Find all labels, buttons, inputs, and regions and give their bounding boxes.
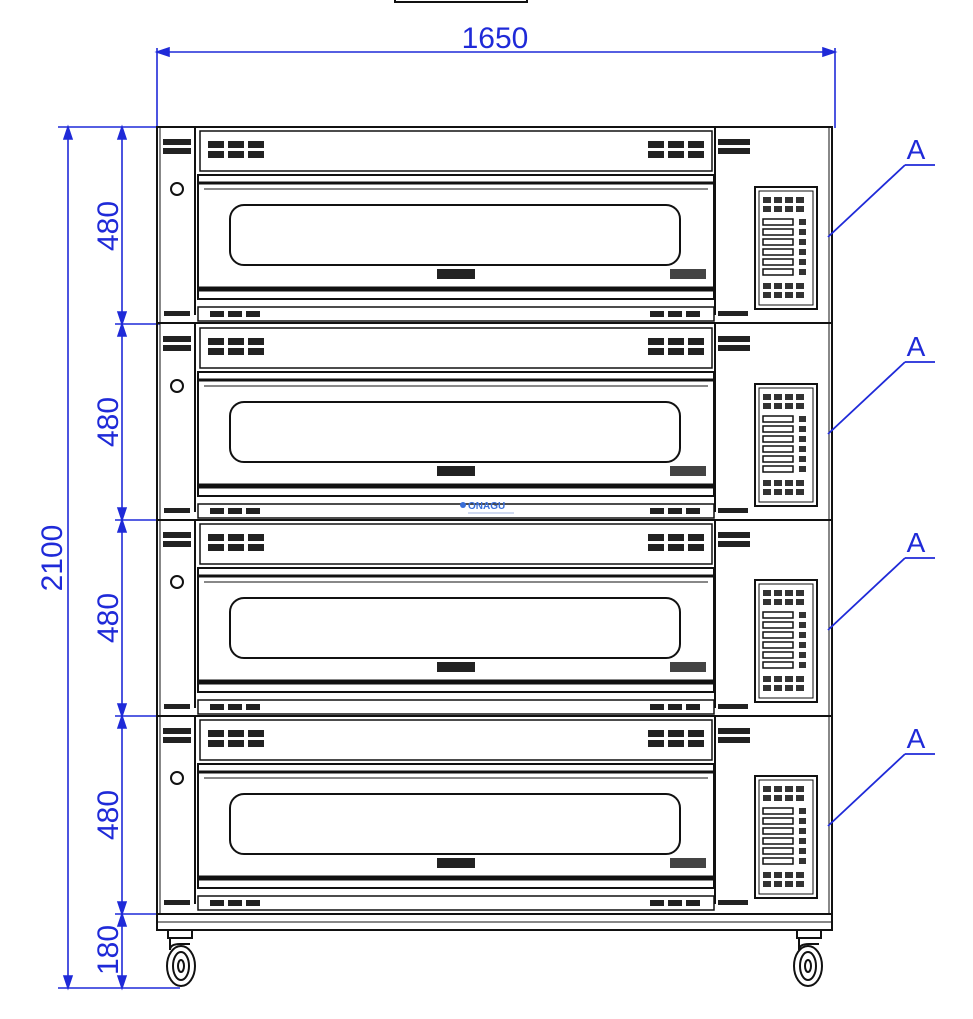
top-vent-grille xyxy=(208,141,704,158)
side-vent-right xyxy=(718,532,750,547)
deck-4-height-label: 480 xyxy=(92,790,125,840)
deck-1-height-label: 480 xyxy=(92,201,125,251)
brand-logo xyxy=(670,662,706,672)
indicator-light xyxy=(170,379,184,393)
brand-logo xyxy=(670,466,706,476)
side-vent-right xyxy=(718,728,750,743)
callout-a-label: A xyxy=(907,134,926,165)
deck-3-height-label: 480 xyxy=(92,593,125,643)
bottom-vent-grille xyxy=(210,704,700,710)
control-panel xyxy=(754,383,818,507)
overall-height-dimension xyxy=(58,124,180,991)
control-panel xyxy=(754,775,818,899)
bottom-vent-grille xyxy=(210,508,700,514)
oven-window xyxy=(229,204,681,266)
door-handle-badge xyxy=(437,858,475,868)
callout-a-label: A xyxy=(907,723,926,754)
side-vent-left xyxy=(163,336,191,351)
top-vent-grille xyxy=(208,338,704,355)
bottom-vent-grille xyxy=(210,900,700,906)
top-stub xyxy=(394,0,528,3)
base-height-label: 180 xyxy=(92,925,125,975)
callout-a-label: A xyxy=(907,331,926,362)
bottom-vent-grille xyxy=(210,311,700,317)
side-vent-left xyxy=(163,532,191,547)
overall-height-label: 2100 xyxy=(36,525,69,592)
callout-a: A xyxy=(827,723,935,827)
callout-a-label: A xyxy=(907,527,926,558)
top-vent-grille xyxy=(208,534,704,551)
control-panel xyxy=(754,579,818,703)
callout-a: A xyxy=(827,331,935,435)
oven-window xyxy=(229,597,681,659)
control-panel xyxy=(754,186,818,310)
callout-group: A A A A xyxy=(827,134,935,827)
door-handle-badge xyxy=(437,662,475,672)
deck-height-dimensions xyxy=(115,124,160,991)
caster-right xyxy=(793,929,823,987)
brand-logo xyxy=(670,269,706,279)
base-frame xyxy=(156,913,833,931)
indicator-light xyxy=(170,771,184,785)
callout-a: A xyxy=(827,527,935,631)
watermark-logo: ONAGU xyxy=(460,501,514,514)
brand-logo xyxy=(670,858,706,868)
door-handle-badge xyxy=(437,269,475,279)
caster-left xyxy=(166,929,196,987)
oven-window xyxy=(229,793,681,855)
top-vent-grille xyxy=(208,730,704,747)
callout-a: A xyxy=(827,134,935,238)
side-vent-left xyxy=(163,728,191,743)
oven-deck xyxy=(157,324,832,521)
width-dimension xyxy=(154,46,838,128)
width-dimension-label: 1650 xyxy=(462,22,529,55)
watermark-text: ONAGU xyxy=(468,501,505,512)
oven-deck xyxy=(157,127,832,324)
oven-window xyxy=(229,401,681,463)
side-vent-right xyxy=(718,139,750,154)
indicator-light xyxy=(170,575,184,589)
oven-deck xyxy=(157,520,832,717)
door-handle-badge xyxy=(437,466,475,476)
indicator-light xyxy=(170,182,184,196)
side-vent-left xyxy=(163,139,191,154)
deck-2-height-label: 480 xyxy=(92,397,125,447)
oven-deck xyxy=(163,716,818,911)
side-vent-right xyxy=(718,336,750,351)
deck-group xyxy=(157,127,832,911)
